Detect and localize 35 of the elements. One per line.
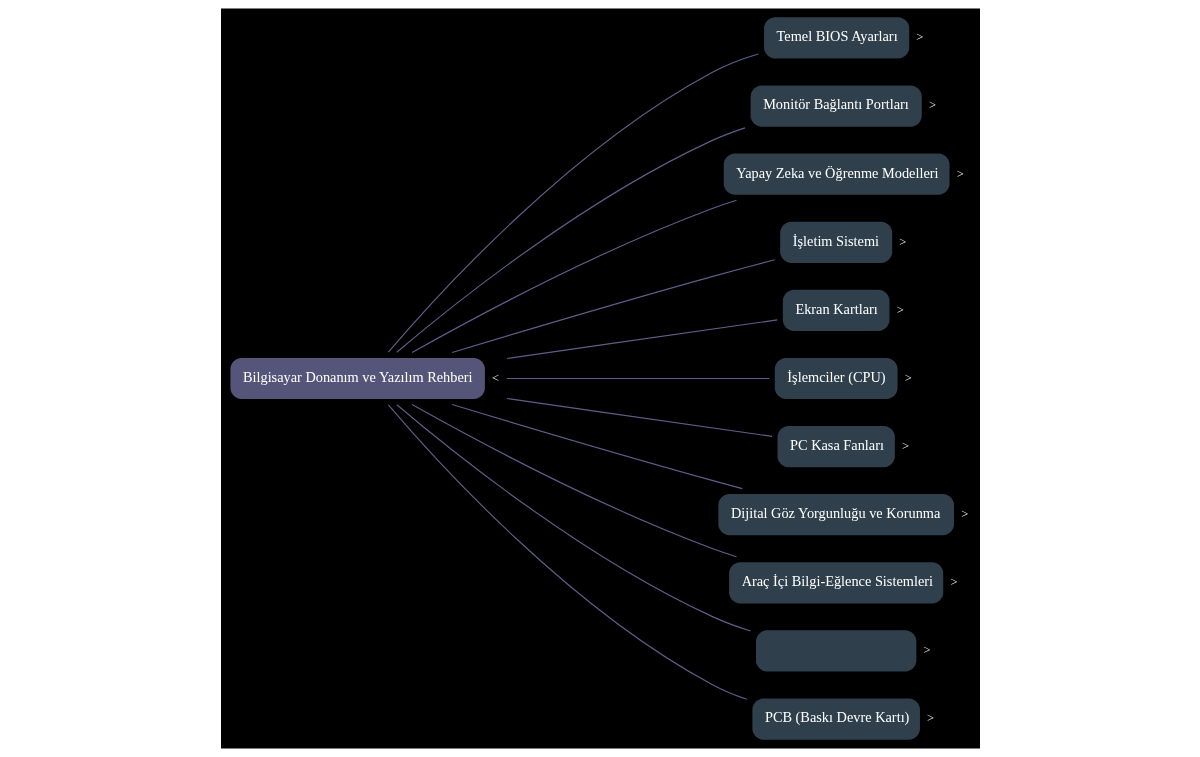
connector	[411, 404, 737, 558]
connector	[395, 127, 746, 353]
connector	[505, 397, 773, 437]
node-box: Bilgisayar Donanım ve Yazılım Rehberi	[229, 357, 485, 400]
node-box	[755, 630, 916, 672]
connector	[387, 404, 747, 700]
node-label: >	[904, 370, 912, 385]
node-label: >	[926, 711, 934, 726]
node-box: Ekran Kartları	[782, 289, 889, 331]
connector	[411, 199, 737, 353]
node-box: Monitör Bağlantı Portları	[750, 85, 922, 127]
node-box: İşlemciler (CPU)	[774, 357, 898, 400]
node-label: <	[491, 370, 499, 385]
node-box: PC Kasa Fanları	[777, 426, 895, 468]
connector	[451, 259, 775, 353]
node-label: >	[949, 575, 958, 590]
node-label: >	[901, 438, 909, 453]
node-label: >	[928, 98, 936, 113]
node-box: Dijital Göz Yorgunluğu ve Korunma	[717, 494, 954, 536]
connector	[505, 377, 770, 380]
node-box: Yapay Zeka ve Öğrenme Modelleri	[723, 153, 950, 195]
node-box: Araç İçi Bilgi-Eğlence Sistemleri	[728, 562, 943, 604]
connector	[395, 404, 751, 632]
node-label: >	[898, 234, 906, 249]
node-box: PCB (Baskı Devre Kartı)	[751, 698, 920, 740]
node-label: >	[960, 507, 968, 522]
connector	[451, 404, 743, 490]
node-box: Temel BIOS Ayarları	[763, 17, 909, 59]
connector	[505, 319, 778, 360]
node-label: >	[956, 166, 964, 181]
node-label: >	[923, 643, 931, 658]
connector	[387, 53, 759, 353]
node-box: İşletim Sistemi	[779, 221, 892, 263]
node-label: >	[896, 302, 904, 317]
node-label: >	[915, 30, 923, 45]
